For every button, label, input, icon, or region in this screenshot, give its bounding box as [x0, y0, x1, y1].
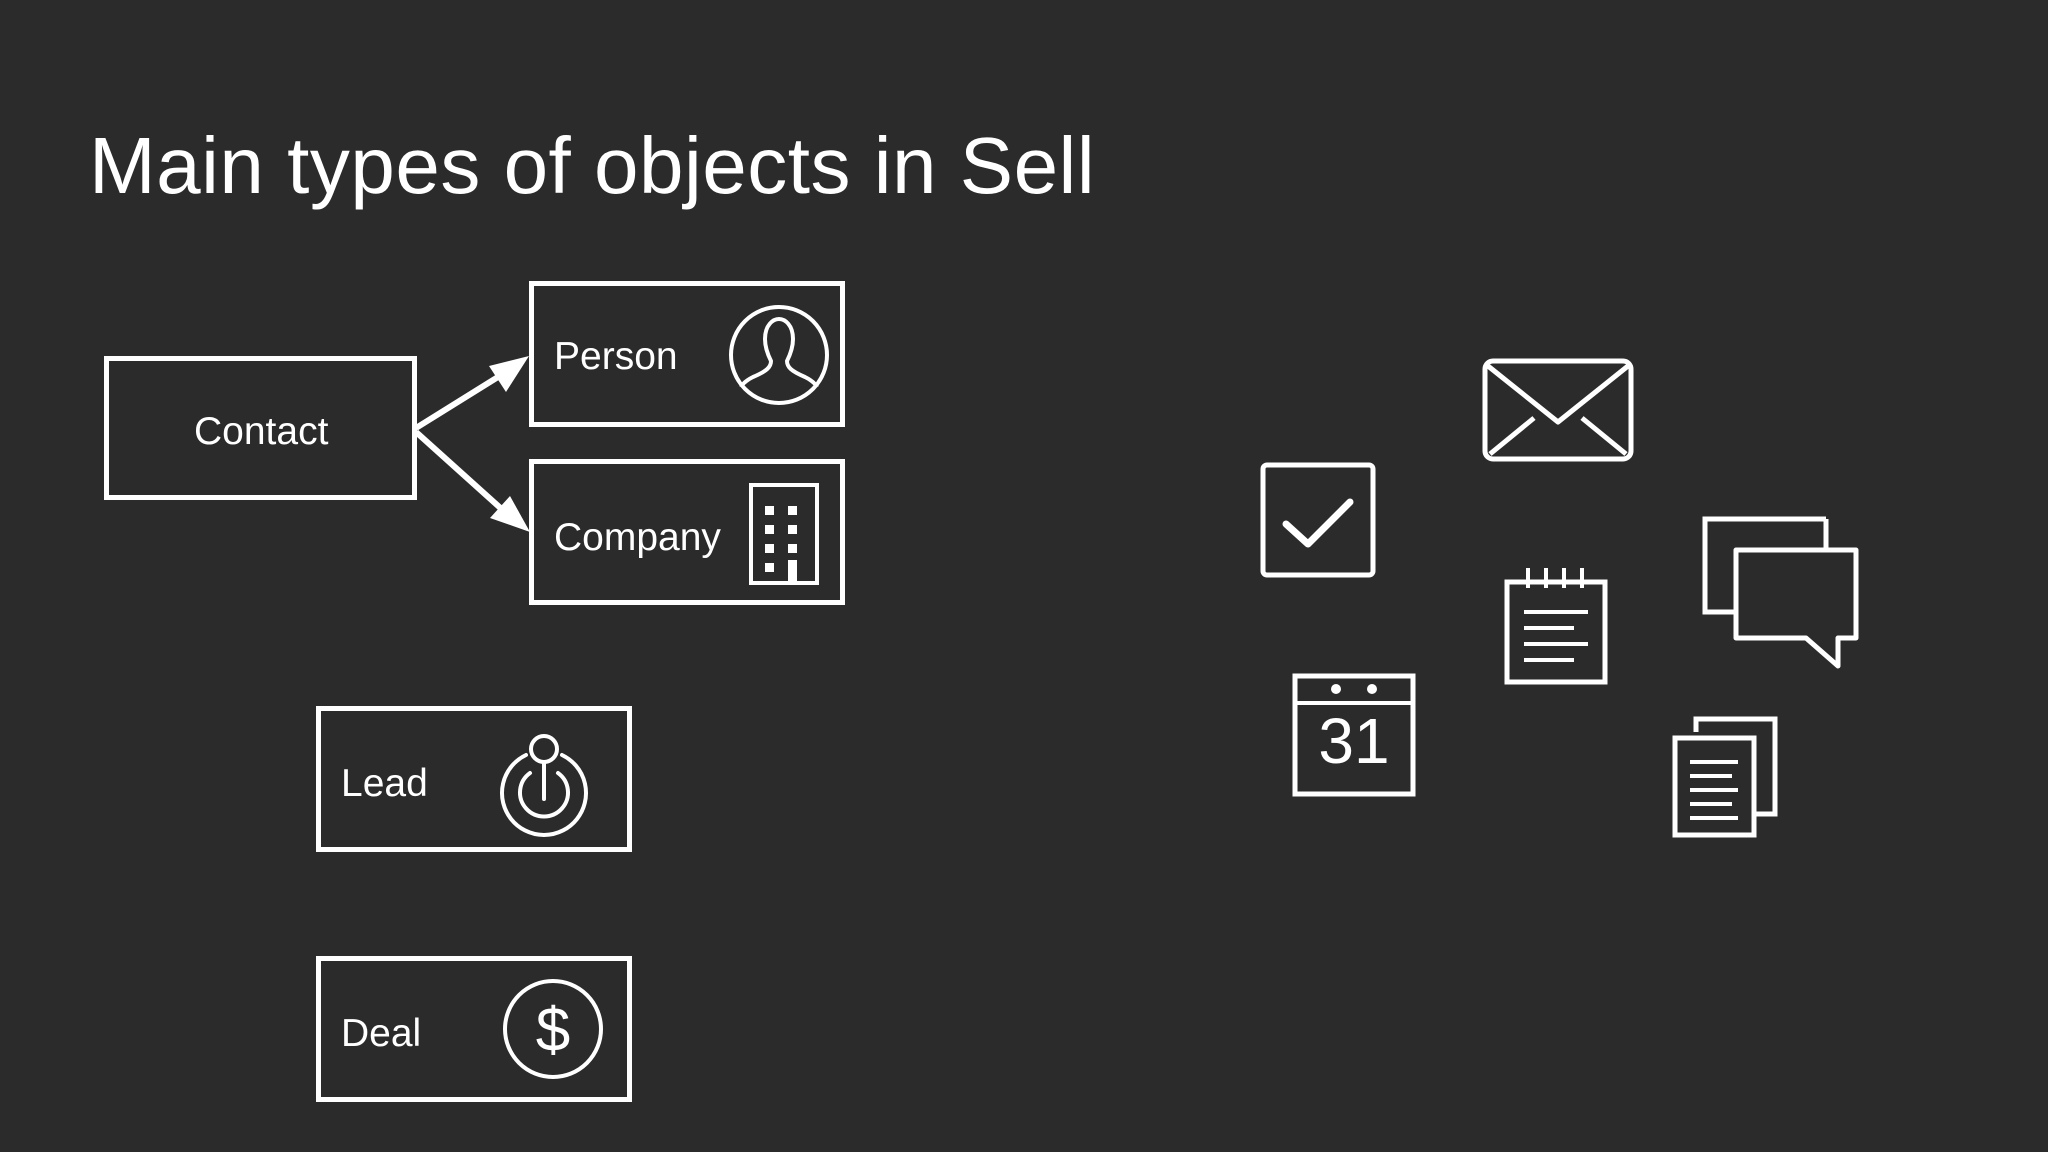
- lead-power-icon: [490, 733, 598, 841]
- company-label: Company: [554, 516, 721, 559]
- dollar-icon: $: [501, 977, 605, 1081]
- documents-icon: [1672, 716, 1778, 838]
- svg-text:$: $: [536, 996, 570, 1065]
- deal-label: Deal: [341, 1012, 422, 1055]
- checkbox-icon: [1260, 462, 1376, 578]
- slide-title: Main types of objects in Sell: [89, 121, 1096, 210]
- chat-bubbles-icon: [1702, 516, 1859, 672]
- deal-box[interactable]: Deal $: [316, 956, 632, 1102]
- calendar-day: 31: [1318, 705, 1390, 777]
- arrow-to-company: [413, 429, 530, 532]
- company-box[interactable]: Company: [529, 459, 845, 605]
- arrow-to-person: [414, 356, 529, 431]
- person-icon: [727, 303, 831, 407]
- contact-label: Contact: [194, 410, 329, 453]
- lead-box[interactable]: Lead: [316, 706, 632, 852]
- notepad-icon: [1504, 566, 1608, 686]
- envelope-icon: [1482, 358, 1634, 462]
- person-label: Person: [554, 335, 678, 378]
- contact-box[interactable]: Contact: [104, 356, 417, 500]
- building-icon: [748, 482, 820, 586]
- calendar-icon: 31: [1292, 673, 1416, 797]
- person-box[interactable]: Person: [529, 281, 845, 427]
- lead-label: Lead: [341, 762, 428, 805]
